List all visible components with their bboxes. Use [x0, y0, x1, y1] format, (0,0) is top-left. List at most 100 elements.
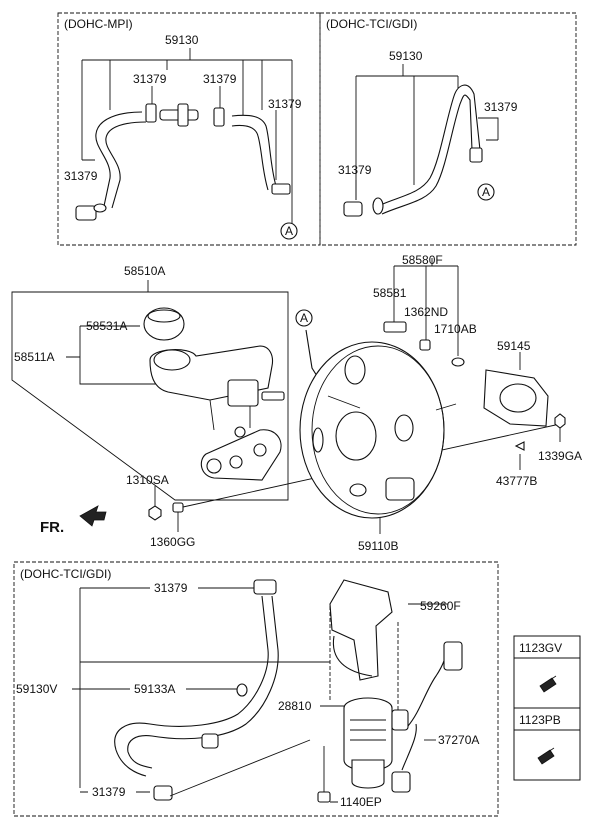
- clip-1710AB: [451, 357, 465, 367]
- ref-marker-a-booster: [295, 309, 313, 327]
- clamp-31379-e: [469, 147, 483, 163]
- label-31379-a: 31379: [133, 72, 167, 86]
- master-cylinder-box: [11, 291, 289, 501]
- booster-center-hub: [335, 411, 377, 461]
- direction-arrow-icon: [79, 505, 107, 527]
- label-58581: 58581: [373, 286, 407, 300]
- clamp-31379-d: [75, 205, 97, 221]
- section-title-tci-top: (DOHC-TCI/GDI): [326, 17, 417, 31]
- leader-59130-tci: [355, 64, 459, 200]
- reservoir-neck: [153, 349, 191, 371]
- reservoir-outlet: [261, 391, 285, 401]
- clamp-31379-a: [145, 103, 157, 123]
- clamp-31379-c: [271, 183, 291, 195]
- leader-59130V: [72, 587, 330, 793]
- label-59110B: 59110B: [358, 539, 398, 553]
- bolt-1140EP: [317, 791, 331, 803]
- label-59260F: 59260F: [420, 599, 461, 613]
- master-cylinder-port-c: [253, 443, 267, 457]
- label-1140EP: 1140EP: [340, 795, 382, 809]
- label-31379-e: 31379: [484, 100, 518, 114]
- clamp-31379-h: [153, 785, 173, 801]
- valve-body-mpi: [177, 103, 189, 127]
- label-1362ND: 1362ND: [404, 305, 448, 319]
- hose-tci-top-inner: [381, 94, 473, 215]
- master-cylinder-port-b: [229, 455, 243, 469]
- clamp-31379-f: [343, 201, 363, 217]
- wire-37270A: [407, 645, 449, 727]
- label-1710AB: 1710AB: [434, 322, 477, 336]
- legend-box: 1123GV 1123PB: [513, 635, 581, 781]
- label-59130V: 59130V: [16, 682, 57, 696]
- reservoir-connectors: [209, 399, 251, 431]
- leader-59130-mpi: [81, 48, 293, 225]
- nut-1339GA: [554, 413, 566, 429]
- label-1360GG: 1360GG: [150, 535, 195, 549]
- label-58510A: 58510A: [124, 264, 165, 278]
- hose-right-mpi-inner: [231, 124, 269, 191]
- legend-item-1123GV: 1123GV: [519, 641, 562, 655]
- nut-1310SA: [148, 505, 162, 521]
- label-58511A: 58511A: [14, 350, 54, 364]
- booster-studs: [327, 395, 457, 411]
- wire-37270A-lower: [401, 723, 417, 771]
- booster-hole-bottom: [349, 483, 367, 497]
- label-31379-h: 31379: [92, 785, 126, 799]
- screw-1123GV-icon: [539, 675, 557, 693]
- hose-59133A: [114, 595, 269, 777]
- pump-base: [351, 759, 385, 789]
- direction-label: FR.: [40, 519, 64, 536]
- washer-1360GG: [172, 502, 184, 513]
- leader-58511A: [66, 325, 160, 385]
- pump-fins: [350, 719, 386, 741]
- screw-1123PB-icon: [537, 747, 555, 765]
- master-cylinder-port-d: [234, 426, 246, 438]
- hose-left-mpi: [95, 111, 143, 207]
- leader-31379-tci-e: [478, 117, 499, 141]
- label-59133A: 59133A: [134, 682, 175, 696]
- pump-connector: [391, 709, 409, 731]
- wire-connector-top: [443, 641, 463, 671]
- section-middle: 58510A 58531A 58511A 1310SA 1360GG FR. A: [11, 253, 582, 553]
- ref-marker-a-mpi: [280, 222, 298, 240]
- booster-hole-top: [344, 355, 366, 385]
- section-top-right: (DOHC-TCI/GDI) 59130 31379 31379 A: [319, 12, 577, 246]
- bracket-strap: [332, 635, 373, 677]
- leader-1140EP: [323, 746, 338, 803]
- bracket-dash: [329, 606, 399, 720]
- ref-marker-a-tci: [477, 183, 495, 201]
- label-58531A: 58531A: [86, 319, 127, 333]
- legend-item-1123PB: 1123PB: [519, 713, 561, 727]
- section-bottom: (DOHC-TCI/GDI) 31379 59130V 59133A 31379…: [13, 561, 499, 817]
- clamp-31379-b: [213, 107, 225, 127]
- pin-58581: [383, 321, 407, 333]
- label-31379-d: 31379: [64, 169, 98, 183]
- hose-end-tci-top: [372, 197, 384, 215]
- ref-marker-a-mpi-text: A: [285, 224, 293, 238]
- booster-hole-left: [312, 427, 324, 453]
- ref-marker-a-tci-text: A: [482, 185, 490, 199]
- label-59130-tci: 59130: [389, 49, 423, 63]
- booster-hole-right: [394, 414, 414, 442]
- clamp-31379-g: [253, 579, 277, 595]
- leader-58580F: [393, 258, 459, 356]
- leader-hose-pump: [169, 739, 311, 797]
- label-1310SA: 1310SA: [126, 473, 169, 487]
- label-31379-b: 31379: [203, 72, 237, 86]
- clip-43777B: [514, 441, 525, 451]
- hose-mark: [236, 683, 248, 697]
- master-cylinder-port-a: [206, 458, 222, 474]
- section-frame-tci-bottom: [13, 561, 499, 817]
- label-31379-g: 31379: [154, 581, 188, 595]
- ref-marker-a-booster-text: A: [300, 311, 308, 325]
- section-title-tci-bottom: (DOHC-TCI/GDI): [20, 567, 111, 581]
- label-58580F: 58580F: [402, 253, 443, 267]
- booster-check-valve: [385, 477, 415, 501]
- bracket-59260F: [329, 579, 393, 681]
- hose-end-mpi: [93, 203, 107, 213]
- label-31379-f: 31379: [338, 163, 372, 177]
- label-59145: 59145: [497, 339, 531, 353]
- brake-booster-rim: [311, 345, 445, 515]
- hose-tci-top: [377, 84, 481, 207]
